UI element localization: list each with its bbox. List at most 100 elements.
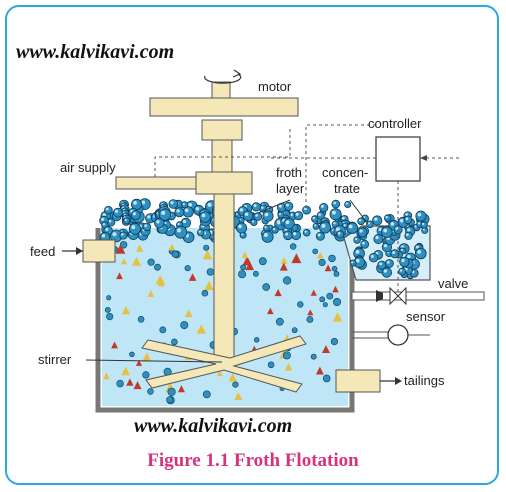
gangue-particle <box>126 378 134 386</box>
concentrate-bubble-highlight <box>383 269 388 273</box>
concentrate-bubble-highlight <box>354 237 358 241</box>
controller <box>270 124 460 296</box>
concentrate-bubble-highlight <box>378 227 382 232</box>
concentrate-bubble-highlight <box>399 218 404 223</box>
watermark-top: www.kalvikavi.com <box>16 41 174 63</box>
froth-bubble-highlight <box>285 203 289 207</box>
froth-bubble-highlight <box>263 233 268 237</box>
gangue-particle <box>291 253 302 264</box>
froth-bubble-highlight <box>321 223 326 228</box>
froth-bubble-highlight <box>278 212 282 216</box>
froth-bubble-highlight <box>264 226 267 229</box>
ore-particle <box>104 306 111 313</box>
froth-bubble-highlight <box>342 216 345 220</box>
concentrate-bubble-highlight <box>415 245 419 249</box>
froth-bubble-highlight <box>144 224 147 228</box>
gangue-particle <box>284 363 293 371</box>
gangue-particle <box>135 359 143 366</box>
concentrate-bubble <box>380 226 393 238</box>
concentrate-bubble-highlight <box>370 254 374 258</box>
concentrate-collector <box>343 210 431 281</box>
froth-bubble <box>253 212 263 221</box>
froth-bubble-highlight <box>101 234 106 238</box>
froth-bubble-highlight <box>141 200 146 205</box>
gangue-particle <box>136 244 144 252</box>
watermark-bottom: www.kalvikavi.com <box>134 415 292 437</box>
froth-bubble-highlight <box>293 232 297 236</box>
concentrate-bubble <box>414 247 427 260</box>
froth-bubble-highlight <box>207 202 212 207</box>
froth-bubble <box>262 210 274 222</box>
froth-bubble <box>168 199 179 209</box>
feed-inlet <box>62 239 116 263</box>
froth-bubble <box>174 207 185 218</box>
concentrate-bubble-highlight <box>405 217 409 221</box>
concentrate-bubble-highlight <box>390 222 395 226</box>
froth-bubble <box>130 210 141 221</box>
froth-bubble-highlight <box>335 227 340 232</box>
ore-particle <box>119 241 128 249</box>
ore-particle <box>282 351 291 360</box>
froth-bubble <box>113 207 123 218</box>
ore-particle <box>310 353 317 360</box>
concentrate-bubble-highlight <box>407 228 411 232</box>
ore-particle <box>283 276 292 285</box>
froth-bubble <box>331 199 341 209</box>
froth-bubble-highlight <box>182 219 187 224</box>
froth-bubble-highlight <box>295 212 299 216</box>
concentrate-bubble-highlight <box>351 261 354 264</box>
ore-particle <box>206 268 215 276</box>
froth-bubble-highlight <box>285 220 290 225</box>
gangue-particle <box>131 256 142 266</box>
gangue-particle <box>234 392 243 401</box>
concentrate-bubble-highlight <box>383 228 388 233</box>
froth-bubble <box>251 202 261 212</box>
ore-particle <box>326 292 334 300</box>
froth-bubble-highlight <box>120 233 124 236</box>
gangue-particle <box>245 261 255 271</box>
ore-particle <box>291 327 298 334</box>
concentrate-bubble-highlight <box>383 244 388 248</box>
gangue-particle <box>274 288 282 297</box>
concentrate-bubble <box>415 210 427 222</box>
gangue-particle <box>228 373 237 382</box>
gangue-particle <box>324 264 332 272</box>
ore-particle <box>203 244 210 251</box>
froth-bubble <box>199 211 211 223</box>
froth-bubble-highlight <box>105 207 109 211</box>
concentrate-bubble-highlight <box>379 262 383 266</box>
tailings-label: tailings <box>404 373 445 388</box>
froth-bubble <box>277 211 285 219</box>
concentrate-bubble <box>381 267 393 278</box>
froth-bubble <box>302 228 311 237</box>
froth-bubble <box>319 221 332 234</box>
concentrate-bubble-highlight <box>358 219 362 222</box>
concentrate-bubble-highlight <box>401 258 405 263</box>
froth-leader-line <box>257 199 291 214</box>
froth-bubble-highlight <box>331 210 336 215</box>
froth-bubble-highlight <box>317 233 321 237</box>
froth-bubble <box>336 230 345 239</box>
gangue-particle <box>280 257 288 264</box>
ore-particle <box>106 313 114 321</box>
froth-bubble-highlight <box>289 213 293 217</box>
froth-bubble-highlight <box>241 233 244 236</box>
ore-particle <box>232 381 239 388</box>
gangue-particle <box>279 262 288 271</box>
froth-bubble <box>315 231 325 241</box>
sensor-label: sensor <box>406 309 446 324</box>
concentrate-bubble <box>360 239 370 249</box>
concentrate-bubble <box>404 231 413 240</box>
gangue-particle <box>196 324 206 334</box>
ore-particle <box>319 296 326 303</box>
froth-bubble <box>196 228 205 237</box>
ore-particle <box>322 302 328 308</box>
froth-bubble-highlight <box>170 201 174 205</box>
froth-bubble-highlight <box>112 232 117 237</box>
gangue-particle <box>168 243 176 251</box>
concentrate-bubble-highlight <box>392 251 396 255</box>
froth-bubble <box>293 211 304 221</box>
concentrate-bubble-highlight <box>400 248 403 252</box>
ore-particle <box>267 361 275 369</box>
stirrer <box>141 193 307 393</box>
